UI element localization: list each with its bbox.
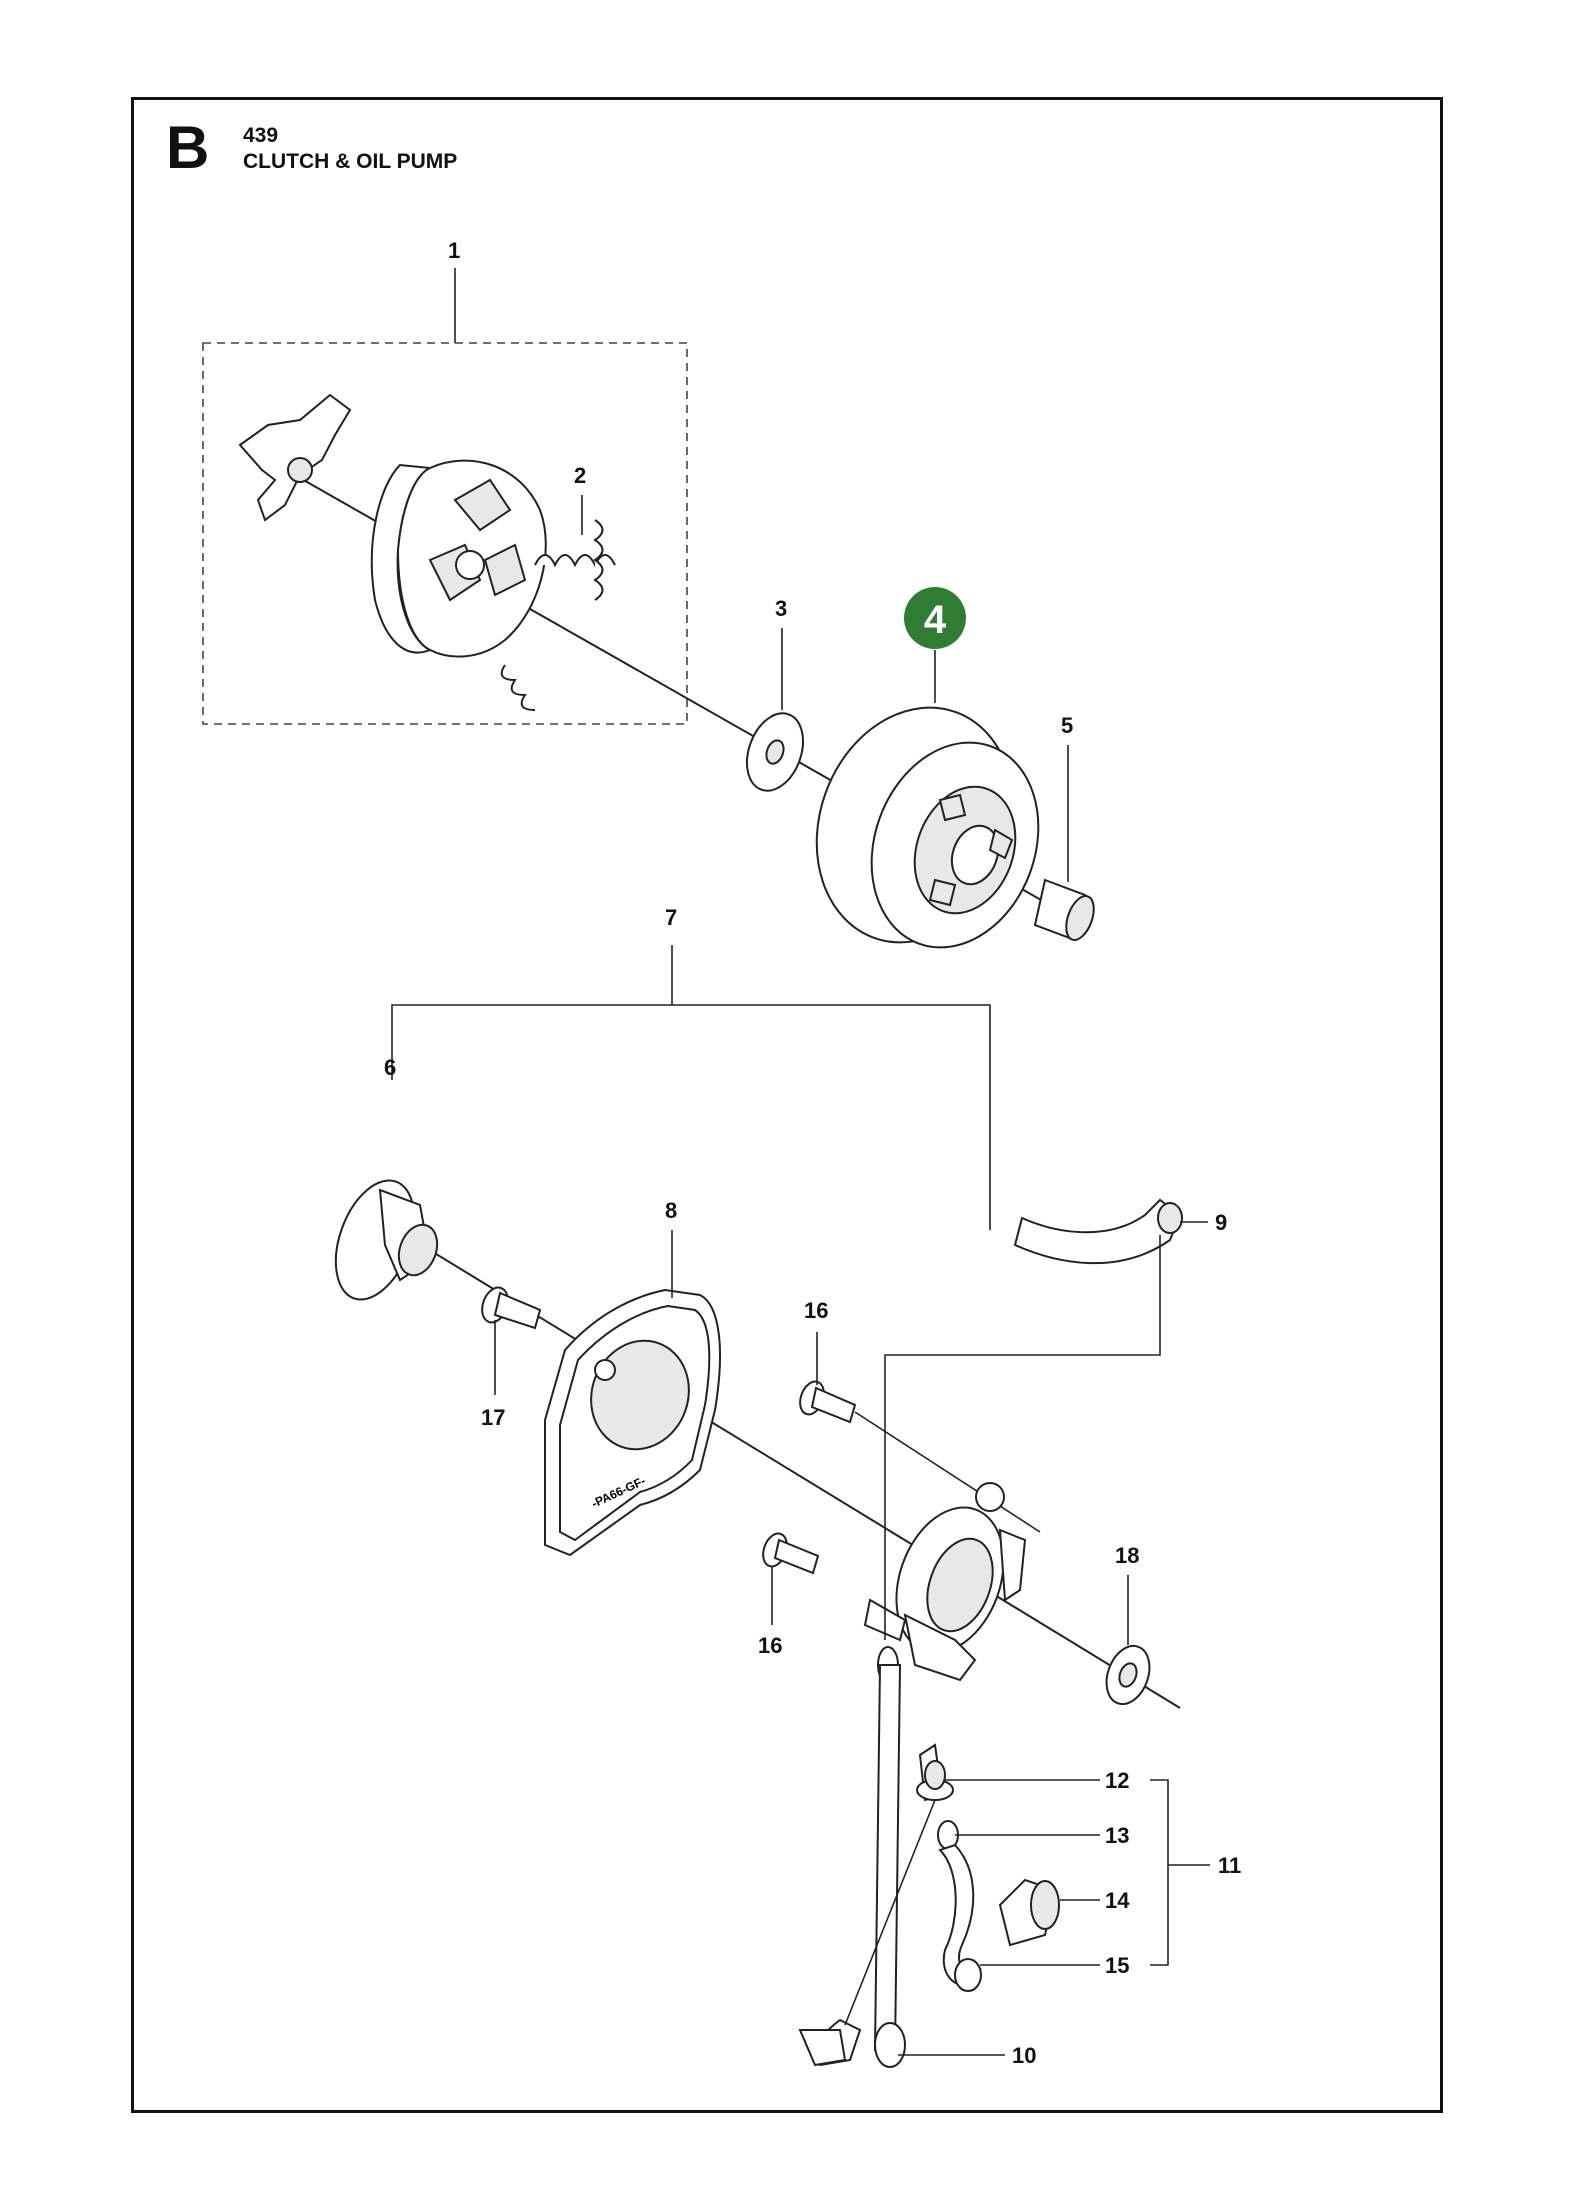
screw-part-16-upper[interactable] xyxy=(796,1378,857,1424)
oil-filter-part-14[interactable] xyxy=(998,1878,1060,1947)
highlight-circle xyxy=(904,587,966,649)
callout-6: 6 xyxy=(384,1055,396,1080)
callout-16-upper: 16 xyxy=(804,1298,828,1323)
clutch-drum-part[interactable] xyxy=(785,680,1066,971)
callout-18: 18 xyxy=(1115,1543,1139,1568)
callout-1: 1 xyxy=(448,238,460,263)
callout-13: 13 xyxy=(1105,1823,1129,1848)
screw-part-17[interactable] xyxy=(478,1284,542,1330)
washer-part-18[interactable] xyxy=(1099,1640,1157,1710)
oil-hose-part[interactable] xyxy=(1013,1198,1183,1265)
section-letter: B xyxy=(166,114,210,181)
callout-15: 15 xyxy=(1105,1953,1129,1978)
callout-12: 12 xyxy=(1105,1768,1129,1793)
washer-part[interactable] xyxy=(737,706,813,799)
callout-4: 4 xyxy=(924,598,947,642)
callout-17: 17 xyxy=(481,1405,505,1430)
worm-gear-part[interactable] xyxy=(321,1170,444,1310)
screw-part-16-lower[interactable] xyxy=(759,1530,820,1575)
clutch-kit-box xyxy=(202,342,688,725)
grommet-part-12[interactable] xyxy=(916,1743,954,1802)
suction-hose-part-15[interactable] xyxy=(938,1843,982,1992)
clutch-spring-part[interactable] xyxy=(500,519,616,711)
clutch-hub-part[interactable] xyxy=(370,459,547,658)
callout-14: 14 xyxy=(1105,1888,1130,1913)
needle-bearing-part[interactable] xyxy=(1033,878,1099,944)
oil-pump-part[interactable] xyxy=(863,1482,1027,1684)
callout-3: 3 xyxy=(775,596,787,621)
oil-pump-plate-part[interactable]: -PA66-GF- xyxy=(544,1288,721,1557)
diagram-frame xyxy=(131,97,1443,2113)
callout-8: 8 xyxy=(665,1198,677,1223)
clutch-shoe-part[interactable] xyxy=(238,393,352,522)
callout-4-highlight: 4 xyxy=(904,587,966,649)
callout-16-lower: 16 xyxy=(758,1633,782,1658)
suction-pipe-part[interactable] xyxy=(798,1664,906,2068)
model-number: 439 xyxy=(243,124,279,147)
callout-11: 11 xyxy=(1218,1853,1241,1878)
callout-10: 10 xyxy=(1012,2043,1036,2068)
callout-2: 2 xyxy=(574,463,586,488)
callout-7: 7 xyxy=(665,905,677,930)
callout-5: 5 xyxy=(1061,713,1073,738)
callout-9: 9 xyxy=(1215,1210,1227,1235)
diagram-title: CLUTCH & OIL PUMP xyxy=(243,150,458,173)
